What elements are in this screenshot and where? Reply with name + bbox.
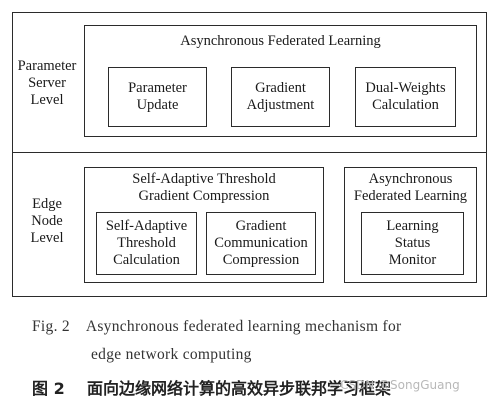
level-divider [12, 152, 487, 153]
edge-group-title: Asynchronous Federated Learning [353, 171, 468, 204]
async-federated-learning-edge-box: Asynchronous Federated Learning Learning… [344, 167, 477, 283]
figure-caption-line-1: Fig. 2 Asynchronous federated learning m… [32, 318, 402, 335]
gradient-communication-compression-box: Gradient Communication Compression [206, 212, 316, 275]
async-federated-learning-server-box: Asynchronous Federated Learning Paramete… [84, 25, 477, 137]
watermark: CSDN @SongGuang [340, 378, 460, 392]
parameter-server-level-label: Parameter Server Level [17, 58, 77, 108]
self-adaptive-threshold-calculation-box: Self-Adaptive Threshold Calculation [96, 212, 197, 275]
figure-caption-line-2: edge network computing [91, 346, 252, 363]
learning-status-monitor-box: Learning Status Monitor [361, 212, 464, 275]
self-adaptive-threshold-gradient-compression-box: Self-Adaptive Threshold Gradient Compres… [84, 167, 324, 283]
compression-group-title: Self-Adaptive Threshold Gradient Compres… [132, 171, 276, 204]
server-box-title: Asynchronous Federated Learning [180, 33, 381, 49]
figure-caption-chinese: 图 2 面向边缘网络计算的高效异步联邦学习框架 [32, 379, 391, 398]
edge-node-level-label: Edge Node Level [30, 196, 64, 246]
